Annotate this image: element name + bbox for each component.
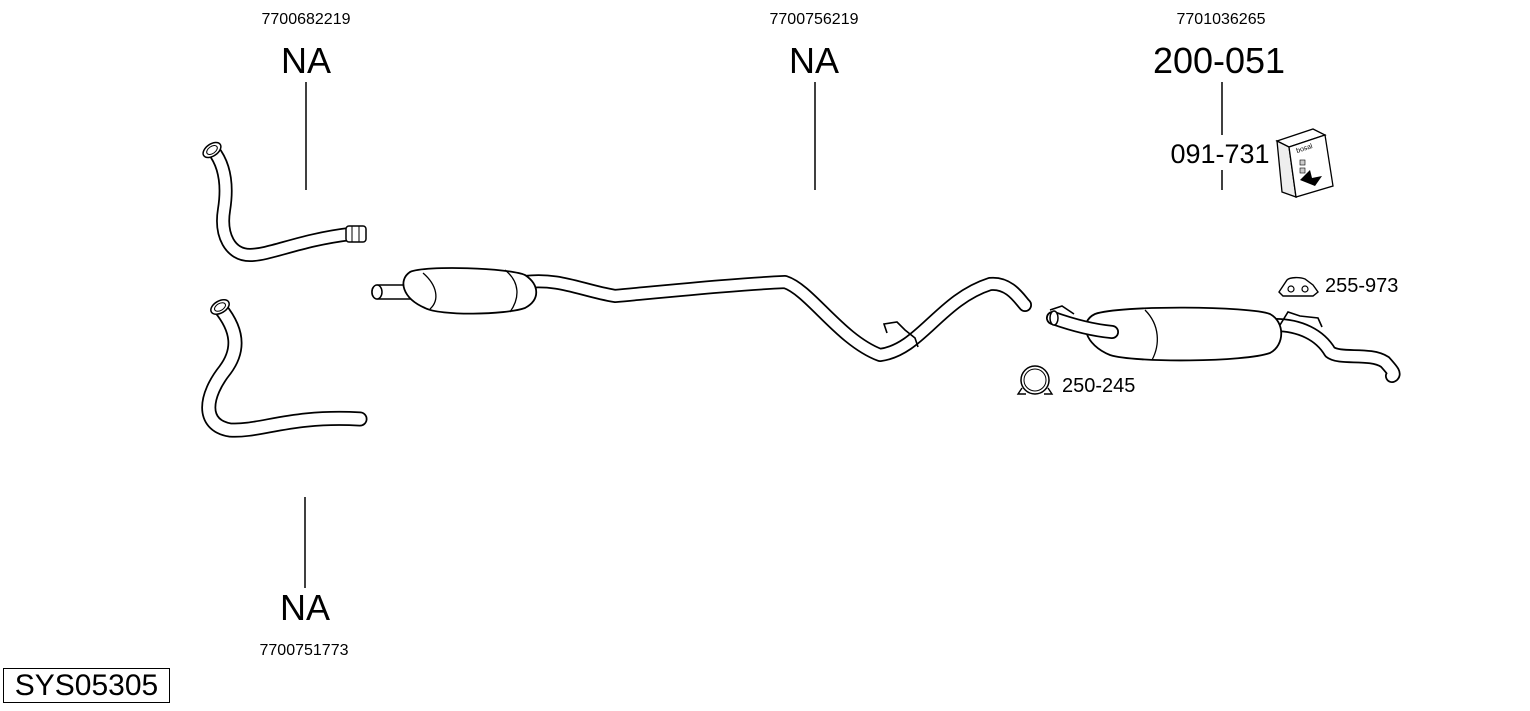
part-number-front-pipe-lower[interactable]: NA (280, 587, 330, 628)
part-number-front-pipe-upper[interactable]: NA (281, 40, 331, 81)
middle-section[interactable] (371, 267, 1032, 362)
oe-number-front-pipe-lower: 7700751773 (260, 642, 349, 659)
rubber-mount-icon[interactable] (1278, 276, 1319, 297)
oe-number-front-pipe-upper: 7700682219 (262, 11, 351, 28)
front-pipe-lower[interactable] (201, 297, 368, 438)
oe-number-middle-section: 7700756219 (770, 11, 859, 28)
part-number-rear-silencer[interactable]: 200-051 (1153, 40, 1285, 81)
leader-lines (304, 82, 1223, 588)
fitting-kit-box-icon[interactable]: bosal (1275, 128, 1334, 198)
front-pipe-upper[interactable] (200, 139, 367, 263)
part-number-middle-section[interactable]: NA (789, 40, 839, 81)
part-number-rubber-mount[interactable]: 255-973 (1325, 275, 1398, 297)
clamp-icon[interactable] (1016, 365, 1054, 395)
system-id-label: SYS05305 (3, 668, 170, 703)
rear-silencer[interactable] (1046, 305, 1401, 383)
part-number-fitting-kit[interactable]: 091-731 (1170, 139, 1269, 169)
oe-number-rear-silencer: 7701036265 (1177, 11, 1266, 28)
part-number-clamp[interactable]: 250-245 (1062, 375, 1135, 397)
fitting-kit-box-text: bosal (1295, 143, 1314, 155)
